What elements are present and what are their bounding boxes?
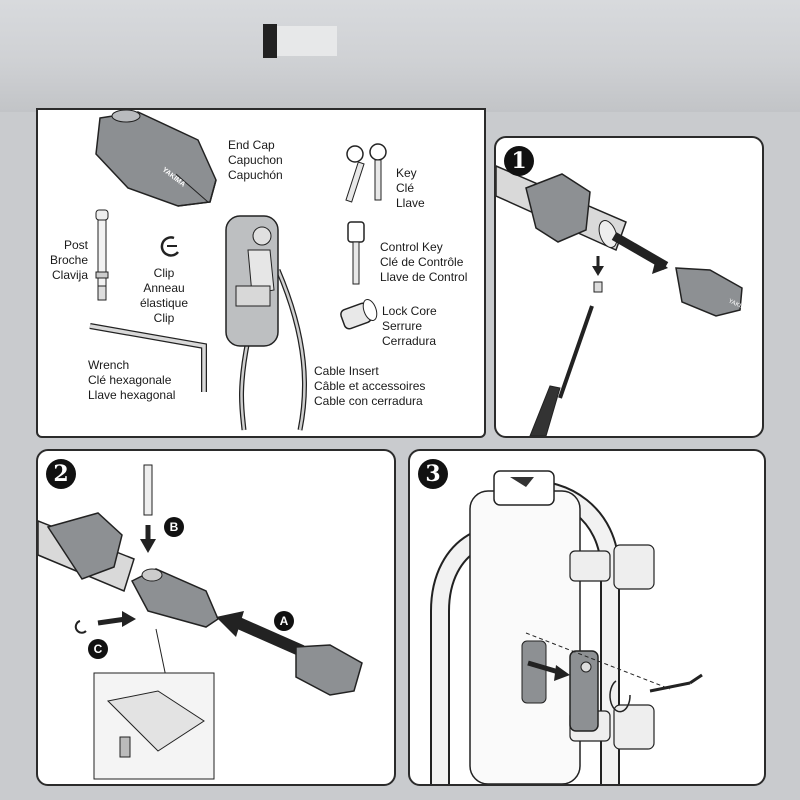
step-2-illustration <box>38 464 363 780</box>
step-2-letter-a: A <box>274 611 294 631</box>
hitch-plate <box>277 26 337 56</box>
step-1-illustration: YAKIMA <box>496 165 750 436</box>
step-1-panel: YAKIMA 1 <box>494 136 764 438</box>
post-icon <box>95 209 109 301</box>
parts-illustration <box>89 110 387 431</box>
cable-insert-icon <box>225 215 307 431</box>
wrench-icon <box>89 323 207 392</box>
step-2-badge: 2 <box>46 459 76 489</box>
step-3-panel: 3 <box>408 449 766 786</box>
step-2-letter-c: C <box>88 639 108 659</box>
vehicle-background <box>0 0 800 112</box>
control-key-icon <box>347 221 365 285</box>
hitch-slot <box>263 24 277 58</box>
step-2-panel: 2 A B C <box>36 449 396 786</box>
step-3-badge: 3 <box>418 459 448 489</box>
step-1-badge: 1 <box>504 146 534 176</box>
lock-core-icon <box>340 298 378 330</box>
clip-icon <box>160 236 179 257</box>
end-cap-icon <box>95 110 217 207</box>
key-icon <box>345 143 387 203</box>
step-2-letter-b: B <box>164 517 184 537</box>
step-3-illustration <box>430 470 703 784</box>
